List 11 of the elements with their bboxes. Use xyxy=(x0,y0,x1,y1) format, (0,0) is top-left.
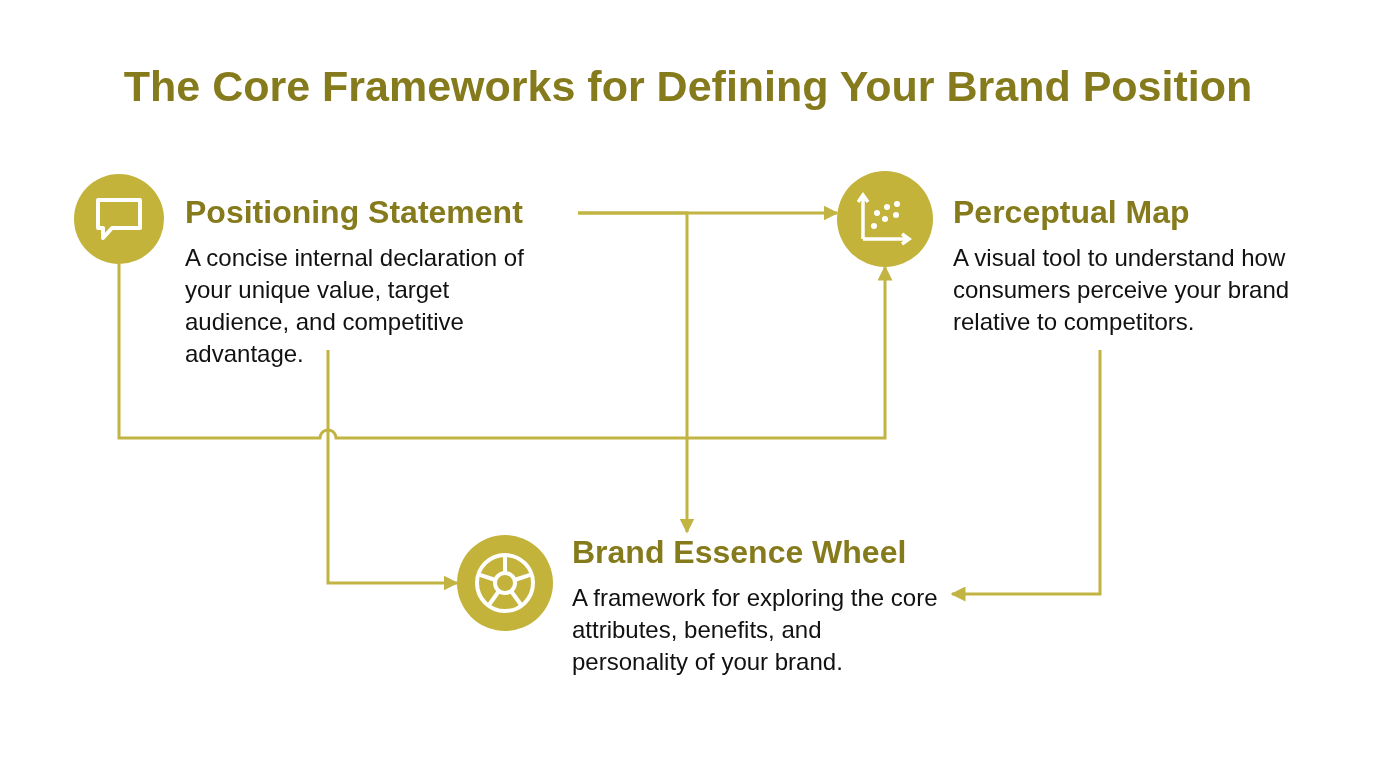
arrow xyxy=(326,350,459,591)
node-description: A concise internal declaration of your unique value, target audience, and competitive advantage. xyxy=(185,243,525,369)
diagram-title: The Core Frameworks for Defining Your Brand Position xyxy=(122,62,1254,111)
arrow xyxy=(117,264,893,440)
arrow xyxy=(578,211,695,534)
node-heading: Perceptual Map xyxy=(953,193,1191,232)
node-description: A framework for exploring the core attributes, benefits, and personality of your brand. xyxy=(572,583,939,677)
node-description: A visual tool to understand how consumers perceive your brand relative to competitors. xyxy=(953,243,1291,337)
node-heading: Brand Essence Wheel xyxy=(572,533,908,572)
arrow xyxy=(950,350,1102,602)
node-heading: Positioning Statement xyxy=(185,193,524,232)
